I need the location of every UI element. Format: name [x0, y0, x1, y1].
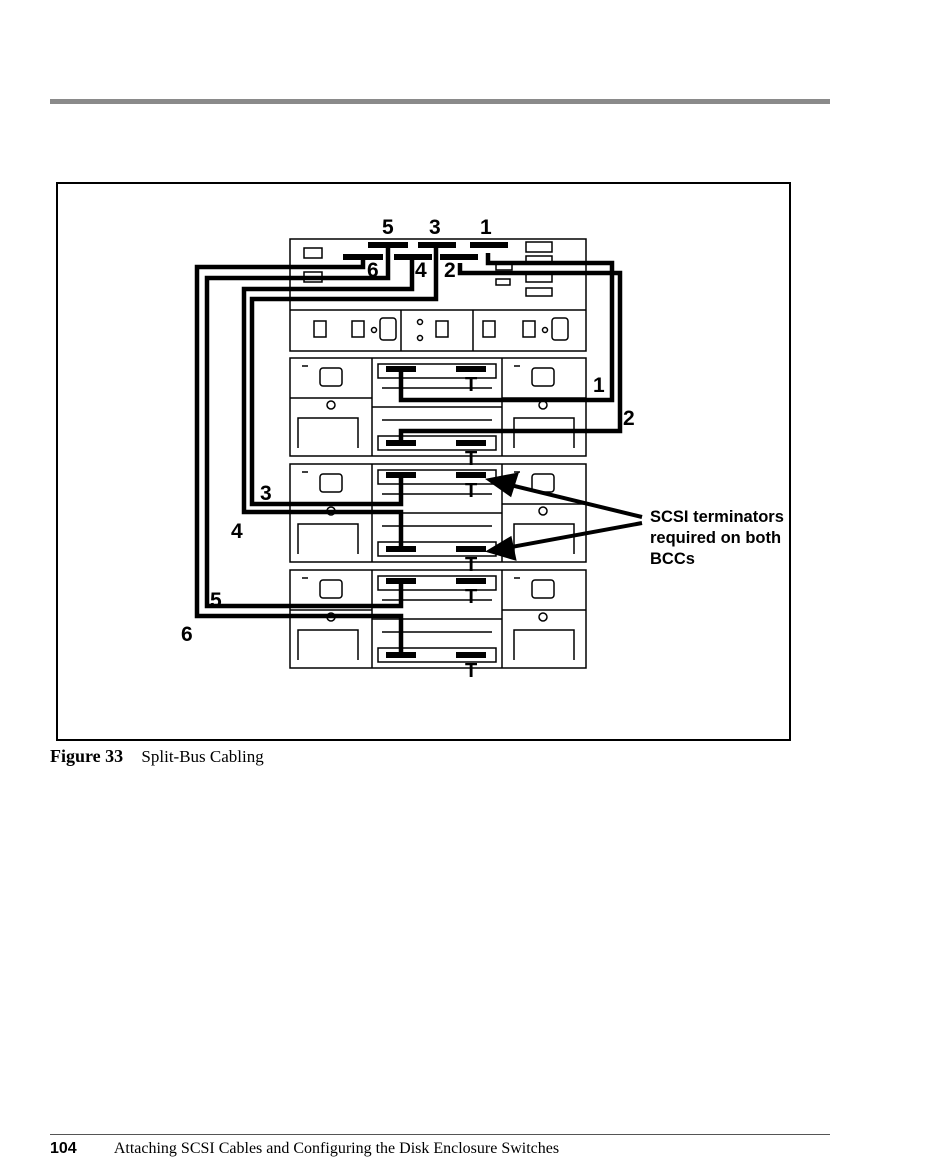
figure-caption: Figure 33 Split-Bus Cabling	[50, 746, 264, 767]
scsi-cable-4	[241, 257, 415, 550]
callout-arrow-upper	[505, 482, 643, 519]
power-socket-icon	[319, 579, 343, 599]
disk-enclosure-3	[289, 569, 587, 669]
header-rule	[50, 99, 830, 104]
scsi-cable-1	[398, 253, 615, 403]
cable-label-6: 6	[181, 623, 193, 646]
callout-text-line-2: required on both	[650, 529, 781, 547]
running-title: Attaching SCSI Cables and Configuring th…	[113, 1140, 560, 1157]
footer-rule	[50, 1134, 830, 1135]
power-socket-icon	[319, 473, 343, 493]
cable-label-2: 2	[623, 407, 635, 430]
host-port-icon	[303, 247, 323, 259]
callout-text-line-1: SCSI terminators	[650, 508, 784, 526]
host-chassis	[289, 238, 587, 352]
scsi-cable-3	[249, 245, 439, 507]
callout-arrow-lower	[505, 521, 643, 550]
port-label-5: 5	[382, 216, 394, 239]
figure-number: Figure 33	[50, 746, 124, 766]
port-label-1: 1	[480, 216, 492, 239]
port-label-6: 6	[367, 259, 379, 282]
port-label-3: 3	[429, 216, 441, 239]
port-label-2: 2	[444, 259, 456, 282]
arrowhead-icon	[485, 535, 517, 561]
power-socket-icon	[551, 317, 569, 341]
cable-label-5: 5	[210, 589, 222, 612]
power-socket-icon	[531, 579, 555, 599]
figure-title: Split-Bus Cabling	[141, 747, 264, 766]
terminator-icon: T	[465, 448, 477, 470]
terminator-icon: T	[465, 586, 477, 608]
scsi-cable-5	[204, 245, 404, 609]
callout-text-line-3: BCCs	[650, 550, 695, 568]
power-socket-icon	[319, 367, 343, 387]
power-socket-icon	[379, 317, 397, 341]
port-label-4: 4	[415, 259, 427, 282]
arrowhead-icon	[484, 472, 519, 498]
terminator-icon: T	[465, 660, 477, 682]
cable-label-3: 3	[260, 482, 272, 505]
page-number: 104	[50, 1140, 77, 1157]
power-socket-icon	[531, 367, 555, 387]
cable-label-1: 1	[593, 374, 605, 397]
scsi-cable-2	[398, 263, 623, 443]
terminator-icon: T	[465, 480, 477, 502]
terminator-icon: T	[465, 554, 477, 576]
scsi-cable-6	[194, 257, 404, 657]
cable-label-4: 4	[231, 520, 243, 543]
page-footer: 104 Attaching SCSI Cables and Configurin…	[50, 1140, 559, 1158]
disk-enclosure-1	[289, 357, 587, 457]
power-switch-icon	[313, 320, 327, 338]
terminator-icon: T	[465, 374, 477, 396]
